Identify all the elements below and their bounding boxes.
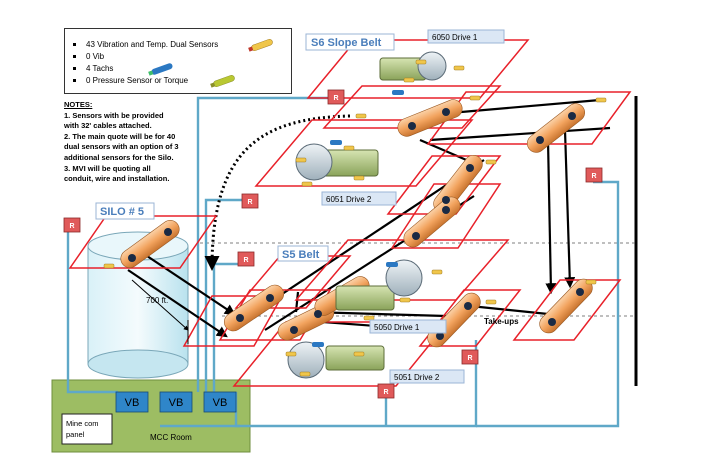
bullet-icon — [73, 67, 76, 71]
r-label: R — [333, 95, 338, 102]
label-tags: S6 Slope Belt 6050 Drive 1 6051 Drive 2 … — [95, 29, 519, 384]
tach-sensor-icon — [148, 63, 173, 76]
vb-boxes — [115, 391, 237, 413]
legend-row-torque: 0 Pressure Sensor or Torque — [73, 75, 188, 87]
distance-arrow — [131, 279, 189, 331]
mine-com-label-2: panel — [66, 430, 85, 439]
notes-heading: NOTES: — [64, 100, 93, 109]
drive-5051-label: 5051 Drive 2 — [394, 373, 440, 382]
vb-label: VB — [213, 397, 228, 409]
notes-line: with 32' cables attached. — [64, 121, 152, 131]
r-box-labels: R R R R R R R — [69, 95, 596, 396]
legend-row-dual: 43 Vibration and Temp. Dual Sensors — [73, 39, 218, 51]
legend-row-tach: 4 Tachs — [73, 63, 113, 75]
legend-label: 43 Vibration and Temp. Dual Sensors — [86, 40, 219, 49]
r-label: R — [247, 199, 252, 206]
s6-slope-belt-label: S6 Slope Belt — [311, 37, 382, 49]
legend-label: 0 Pressure Sensor or Torque — [86, 76, 189, 85]
r-box — [585, 167, 603, 183]
drive-6050-label: 6050 Drive 1 — [432, 33, 478, 42]
vb-box — [203, 391, 237, 413]
legend-row-vib: 0 Vib — [73, 51, 104, 63]
r-box — [461, 349, 479, 365]
vb-box — [159, 391, 193, 413]
notes-line: additional sensors for the Silo. — [64, 152, 174, 162]
notes-line: 3. MVI will be quoting all — [64, 163, 151, 173]
legend-label: 4 Tachs — [86, 64, 114, 73]
drive-6051 — [295, 143, 379, 181]
bullet-icon — [73, 55, 76, 59]
r-boxes — [63, 89, 603, 399]
bullet-icon — [73, 43, 76, 47]
legend-label: 0 Vib — [86, 52, 105, 61]
r-label: R — [467, 355, 472, 362]
takeups-label: Take-ups — [484, 317, 519, 326]
r-box — [327, 89, 345, 105]
silo-label: SILO # 5 — [100, 206, 144, 218]
mine-com-panel — [61, 413, 113, 445]
r-box — [377, 383, 395, 399]
dual-sensors — [103, 59, 607, 377]
vb-label: VB — [169, 397, 184, 409]
legend-box: 43 Vibration and Temp. Dual Sensors 0 Vi… — [64, 28, 292, 94]
r-label: R — [591, 173, 596, 180]
r-box — [63, 217, 81, 233]
mine-com-label: Mine com — [66, 419, 99, 428]
drive-5051 — [287, 341, 385, 379]
s5-belt-label: S5 Belt — [282, 249, 320, 261]
mcc-room-label: MCC Room — [150, 433, 192, 442]
vb-label: VB — [125, 397, 140, 409]
drive-5050 — [335, 259, 423, 311]
r-label: R — [243, 257, 248, 264]
roller-bands — [128, 108, 584, 340]
r-label: R — [383, 389, 388, 396]
notes-block: NOTES: 1. Sensors with be provided with … — [64, 100, 234, 185]
r-box — [241, 193, 259, 209]
tach-sensors — [312, 90, 404, 347]
notes-line: conduit, wire and installation. — [64, 174, 170, 184]
drive-6050 — [379, 51, 447, 81]
r-label: R — [69, 223, 74, 230]
r-box — [237, 251, 255, 267]
torque-sensor-icon — [210, 75, 235, 88]
dotted-return-line — [204, 114, 351, 271]
dual-sensor-icon — [248, 39, 273, 52]
legend-icons — [148, 39, 273, 88]
drive-6051-label: 6051 Drive 2 — [326, 195, 372, 204]
vb-box — [115, 391, 149, 413]
distance-label: 700 ft. — [146, 296, 168, 305]
notes-line: 1. Sensors with be provided — [64, 110, 164, 120]
bullet-icon — [73, 79, 76, 83]
drive-5050-label: 5050 Drive 1 — [374, 323, 420, 332]
notes-line: dual sensors with an option of 3 — [64, 142, 179, 152]
notes-line: 2. The main quote will be for 40 — [64, 131, 176, 141]
vb-labels: VB VB VB — [125, 397, 228, 409]
